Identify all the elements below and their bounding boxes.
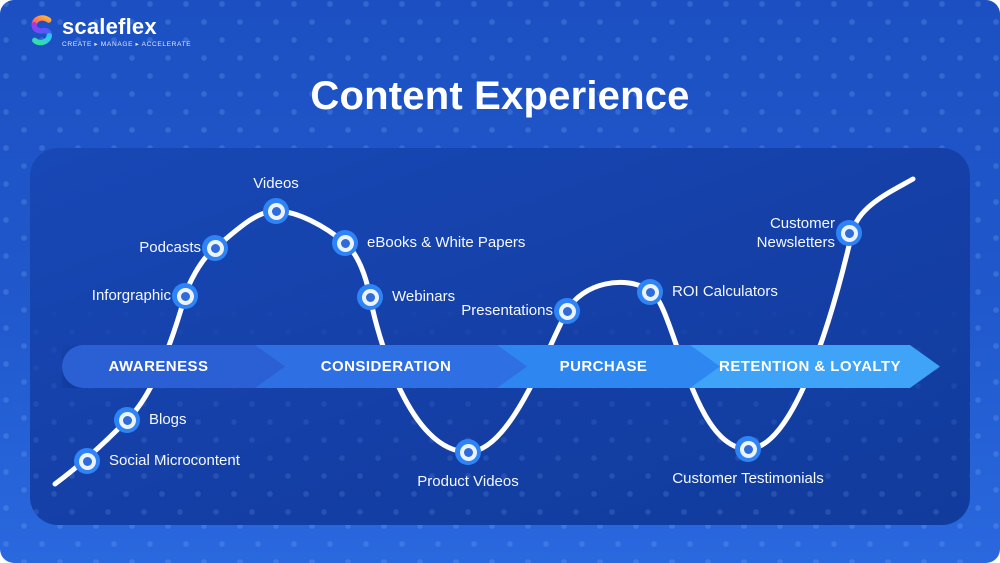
journey-point-ring [840,224,858,242]
journey-point-ring [336,234,354,252]
journey-point-marker [836,220,862,246]
journey-point-core [122,415,132,425]
journey-point-ring [459,443,477,461]
journey-point-ring [267,202,285,220]
logo-tagline: CREATE ▸ MANAGE ▸ ACCELERATE [62,41,192,48]
journey-point-label: Customer Testimonials [672,470,824,487]
journey-point-core [210,243,220,253]
journey-point-label: Inforgraphic [91,287,171,304]
journey-point-ring [739,440,757,458]
journey-point-core [645,287,655,297]
scaleflex-logo-icon [31,15,52,46]
page-title: Content Experience [310,74,690,118]
journey-point-label: Podcasts [139,239,201,256]
journey-point-marker [637,279,663,305]
journey-point-core [340,238,350,248]
journey-point-marker [332,230,358,256]
journey-point-marker [735,436,761,462]
journey-point-label: Product Videos [417,473,519,490]
journey-point-marker [455,439,481,465]
logo-text: scaleflex CREATE ▸ MANAGE ▸ ACCELERATE [62,15,191,48]
journey-point-ring [206,239,224,257]
journey-point-core [463,447,473,457]
journey-point-label: ROI Calculators [672,283,778,300]
journey-point-label: Presentations [461,302,553,319]
journey-point-ring [641,283,659,301]
logo-wordmark: scaleflex [62,14,157,39]
journey-point-marker [74,448,100,474]
journey-point-marker [263,198,289,224]
journey-point-core [743,444,753,454]
journey-point-core [562,306,572,316]
journey-point-label: Social Microcontent [109,452,240,469]
journey-point-ring [78,452,96,470]
journey-point-core [844,228,854,238]
journey-point-label: Webinars [392,288,456,305]
journey-point-label: Customer Newsletters [756,215,835,251]
journey-point-label: eBooks & White Papers [367,234,526,251]
journey-point-marker [114,407,140,433]
journey-point-ring [118,411,136,429]
journey-point-label: Blogs [149,411,187,428]
journey-point-marker [357,284,383,310]
journey-point-core [180,291,190,301]
journey-point-label: Videos [253,175,299,192]
scaleflex-logo: scaleflex CREATE ▸ MANAGE ▸ ACCELERATE [28,15,191,48]
journey-point-ring [558,302,576,320]
journey-point-marker [172,283,198,309]
journey-point-marker [202,235,228,261]
journey-point-ring [176,287,194,305]
journey-point-ring [361,288,379,306]
journey-point-core [365,292,375,302]
journey-point-core [271,206,281,216]
journey-card [30,148,970,525]
journey-point-marker [554,298,580,324]
journey-point-core [82,456,92,466]
